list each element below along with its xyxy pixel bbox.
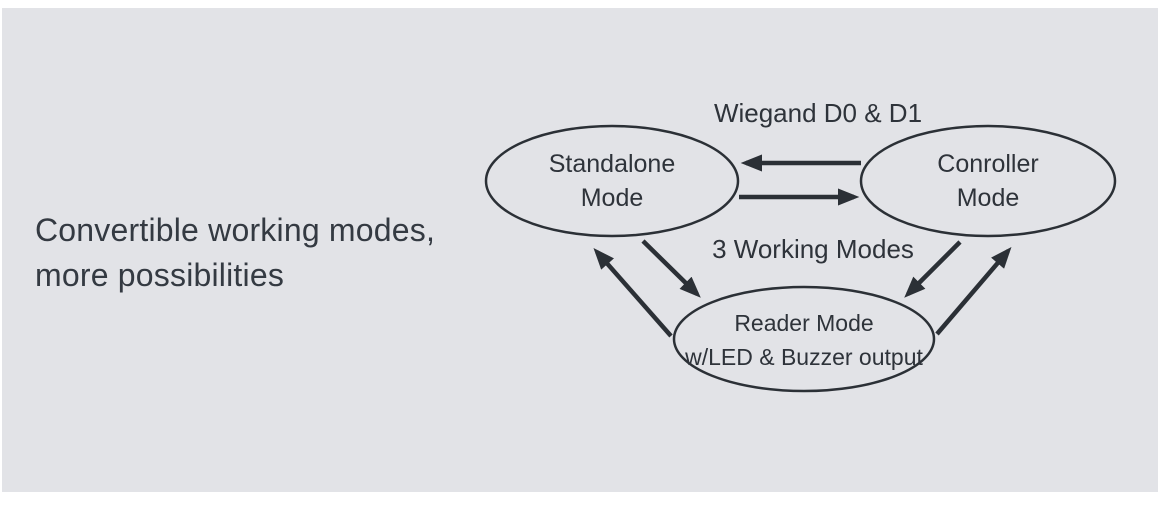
headline-line-1: Convertible working modes,: [35, 212, 436, 248]
arrow-standalone-to-reader: [641, 239, 701, 298]
arrow-reader-to-controller: [935, 246, 1012, 336]
controller-mode-label: Conroller Mode: [861, 126, 1115, 236]
reader-mode-label: Reader Mode w/LED & Buzzer output: [674, 288, 934, 391]
standalone-mode-label-line-2: Mode: [580, 184, 644, 212]
headline-line-2: more possibilities: [35, 257, 285, 293]
controller-mode-label-line-1: Conroller: [937, 150, 1039, 178]
controller-mode-label-line-2: Mode: [956, 184, 1020, 212]
arrow-reader-to-standalone: [593, 247, 673, 338]
gray-panel: [2, 8, 1158, 492]
reader-mode-node: [672, 285, 936, 393]
standalone-mode-label-line-1: Standalone: [548, 150, 676, 178]
working-modes-edge-label: 3 Working Modes: [712, 234, 914, 264]
standalone-mode-node: [484, 124, 740, 238]
standalone-mode-label: Standalone Mode: [486, 126, 738, 236]
wiegand-edge-label: Wiegand D0 & D1: [713, 98, 923, 128]
arrow-controller-to-reader: [904, 240, 962, 298]
headline: Convertible working modes, more possibil…: [35, 208, 435, 298]
reader-mode-label-line-2: w/LED & Buzzer output: [685, 343, 923, 370]
controller-mode-node: [859, 124, 1117, 238]
reader-mode-label-line-1: Reader Mode: [734, 309, 874, 336]
